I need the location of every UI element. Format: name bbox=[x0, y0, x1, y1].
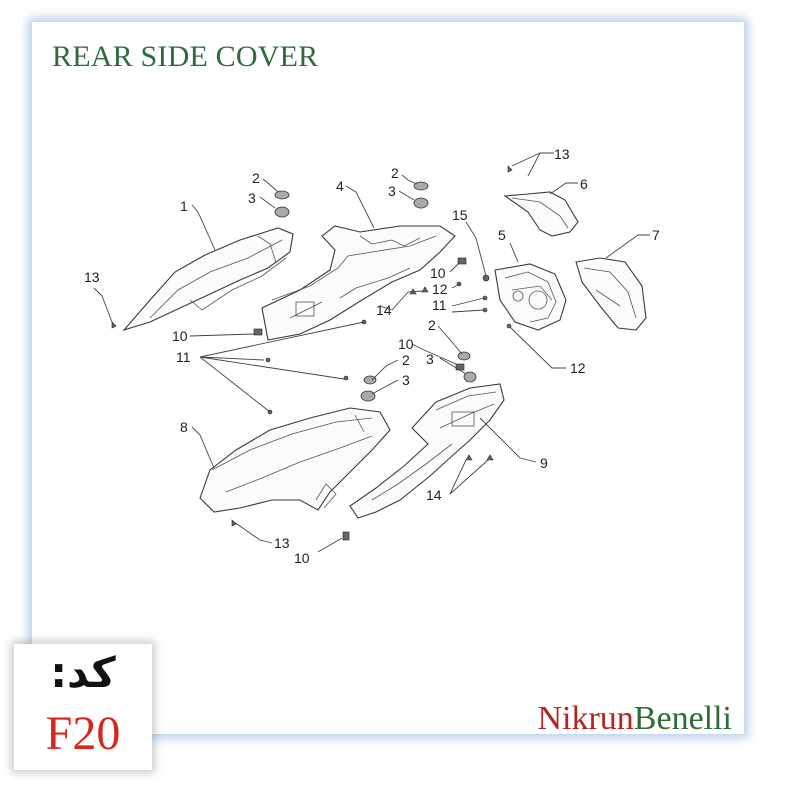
part-code-box: کد: F20 bbox=[14, 644, 152, 770]
callout-10: 10 bbox=[172, 328, 188, 344]
diagram-frame bbox=[32, 22, 744, 734]
callout-5: 5 bbox=[498, 227, 506, 243]
callout-2: 2 bbox=[391, 165, 399, 181]
callout-numbers: 1 2 3 4 2 3 13 6 15 5 7 13 10 12 11 14 1… bbox=[84, 146, 660, 566]
callout-7: 7 bbox=[652, 227, 660, 243]
callout-13: 13 bbox=[554, 146, 570, 162]
brand-part2: Benelli bbox=[633, 700, 732, 737]
part-7-rear-trim bbox=[575, 257, 647, 331]
code-value: F20 bbox=[45, 707, 121, 760]
callout-13: 13 bbox=[274, 535, 290, 551]
part-4-tail-frame-cover bbox=[261, 225, 456, 341]
leader-lines bbox=[93, 152, 650, 553]
callout-4: 4 bbox=[336, 178, 344, 194]
callout-10: 10 bbox=[430, 265, 446, 281]
callout-1: 1 bbox=[180, 198, 188, 214]
callout-3: 3 bbox=[402, 372, 410, 388]
callout-2: 2 bbox=[428, 317, 436, 333]
callout-14: 14 bbox=[426, 487, 442, 503]
callout-2: 2 bbox=[402, 352, 410, 368]
callout-14: 14 bbox=[376, 302, 392, 318]
callout-12: 12 bbox=[570, 360, 586, 376]
callout-11: 11 bbox=[176, 349, 191, 365]
code-label: کد: bbox=[50, 648, 116, 697]
callout-2: 2 bbox=[252, 170, 260, 186]
part-5-taillight bbox=[494, 263, 567, 331]
diagram-title: REAR SIDE COVER bbox=[52, 40, 319, 73]
callout-3: 3 bbox=[426, 351, 434, 367]
callout-10: 10 bbox=[398, 336, 414, 352]
brand-part1: Nikrun bbox=[537, 700, 634, 737]
callout-10: 10 bbox=[294, 550, 310, 566]
callout-15: 15 bbox=[452, 207, 468, 223]
part-6-rear-cover-piece bbox=[503, 191, 579, 237]
callout-9: 9 bbox=[540, 455, 548, 471]
callout-3: 3 bbox=[388, 183, 396, 199]
brand-watermark: NikrunBenelli bbox=[537, 700, 732, 738]
callout-13: 13 bbox=[84, 269, 100, 285]
part-8-lower-left-cover bbox=[199, 407, 391, 513]
fasteners bbox=[111, 165, 513, 541]
part-9-lower-right-trim bbox=[349, 383, 505, 519]
callout-8: 8 bbox=[180, 419, 188, 435]
part-1-left-upper-cover bbox=[122, 227, 294, 332]
callout-12: 12 bbox=[432, 281, 448, 297]
callout-11: 11 bbox=[432, 297, 447, 313]
callout-6: 6 bbox=[580, 176, 588, 192]
callout-3: 3 bbox=[248, 190, 256, 206]
